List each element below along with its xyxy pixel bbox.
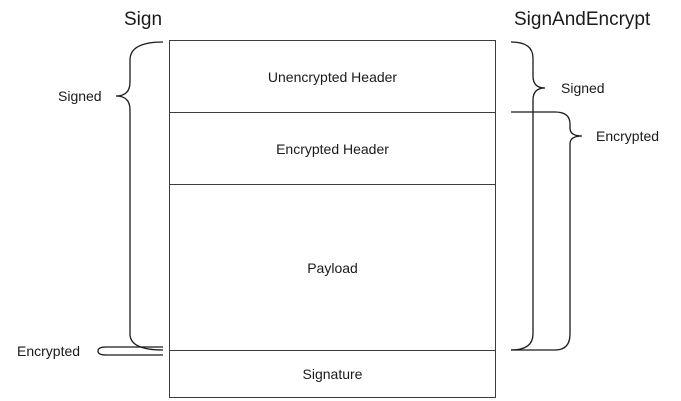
sae-encrypted-label: Encrypted xyxy=(596,128,660,144)
sign-encrypted-label: Encrypted xyxy=(17,343,81,359)
signature-label: Signature xyxy=(302,366,363,382)
encrypted-header-label: Encrypted Header xyxy=(276,140,389,157)
sign-title: Sign xyxy=(124,9,163,30)
signature-section: Signature xyxy=(169,350,496,398)
sae-signed-brace xyxy=(510,41,546,351)
sae-signed-label: Signed xyxy=(561,80,605,96)
sign-signed-brace xyxy=(115,41,164,351)
unencrypted-header-label: Unencrypted Header xyxy=(267,68,398,85)
sae-encrypted-brace xyxy=(511,111,583,351)
sign-and-encrypt-title: SignAndEncrypt xyxy=(514,9,651,30)
payload-label: Payload xyxy=(307,259,358,276)
sign-encrypted-brace xyxy=(97,346,163,356)
sign-signed-label: Signed xyxy=(58,88,102,104)
